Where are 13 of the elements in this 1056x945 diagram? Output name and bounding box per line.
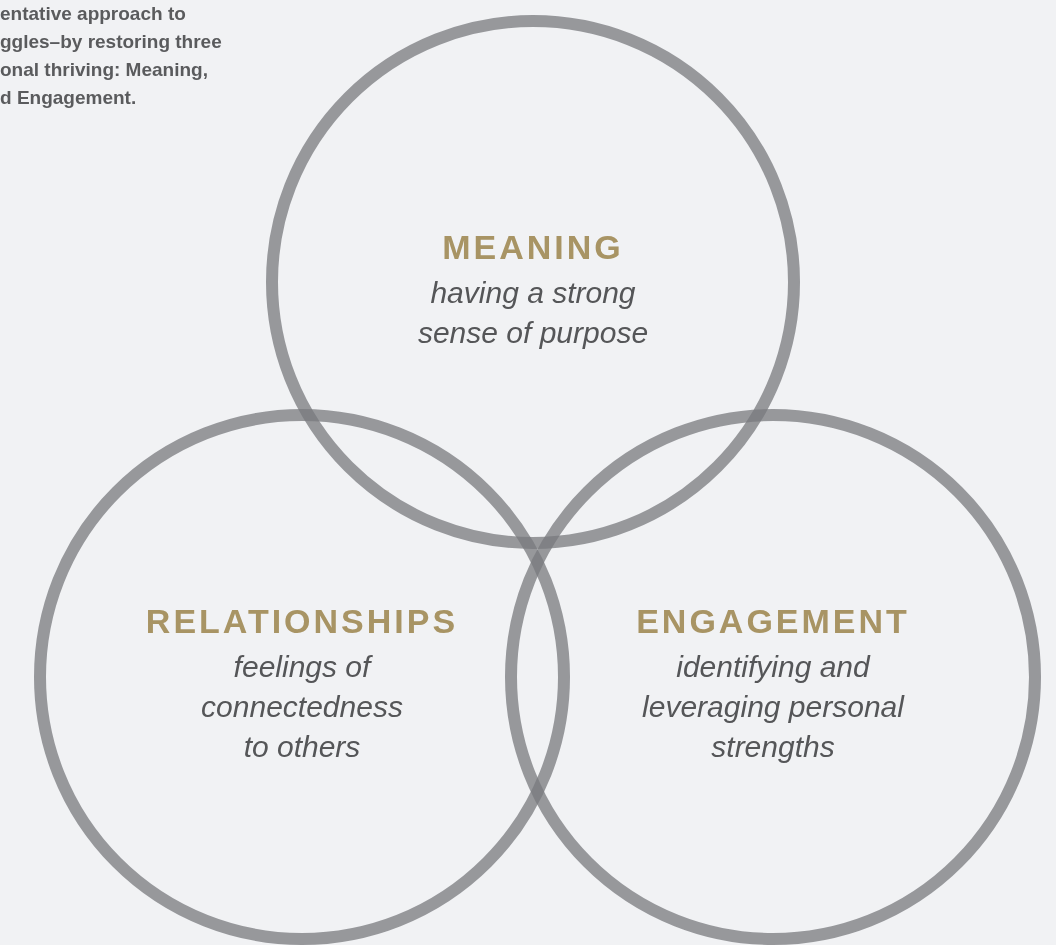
circle-heading: MEANING <box>442 227 624 267</box>
intro-text: entative approach to <box>0 2 187 26</box>
circle-heading: ENGAGEMENT <box>636 601 910 641</box>
circle-description: identifying and leveraging personal strengths <box>641 649 906 765</box>
circle-description: having a strong sense of purpose <box>416 275 650 351</box>
intro-text: d Engagement. <box>0 86 138 110</box>
venn-circle <box>266 15 800 549</box>
circle-heading: RELATIONSHIPS <box>145 601 459 641</box>
intro-text: ggles–by restoring three <box>0 30 222 54</box>
venn-circle <box>505 409 1041 945</box>
venn-circle <box>34 409 570 945</box>
intro-text: onal thriving: Meaning, <box>0 58 209 82</box>
circle-description: feelings of connectedness to others <box>200 649 404 765</box>
